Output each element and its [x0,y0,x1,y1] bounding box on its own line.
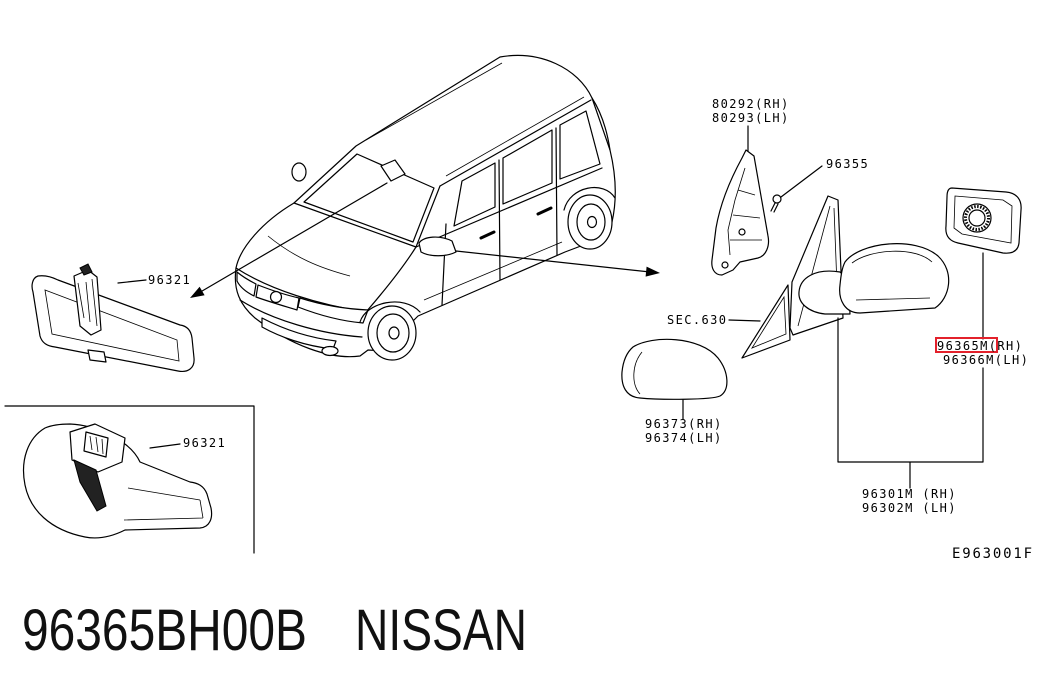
callout-inner-mirror: 96321 [148,273,191,287]
finisher-hole-lower [721,261,729,269]
mirror-housing [839,243,950,314]
corner-cover [741,284,791,359]
far-door-mirror [291,162,307,182]
inset-mirror-body [22,423,213,539]
glass-actuator-plate [962,203,992,233]
inner-mirror-body [31,275,195,373]
rear-door-trailing-edge [555,127,558,256]
callout-glass-lh: 96366M(LH) [943,353,1029,367]
cowl-line [293,202,417,248]
callout-finisher-rh: 80292(RH) [712,97,790,111]
mirror-cover [621,338,728,400]
beltline [415,167,603,248]
headlight-near [297,297,369,324]
callout-glass-rh: 96365M(RH) [937,339,1023,353]
caption-brand: NISSAN [355,598,527,663]
rear-door-window [502,129,553,205]
roof-rail-near [445,96,585,177]
corner-cover-inner [750,295,787,349]
sensor-detail [89,435,104,455]
interior-mirror-on-car [380,159,406,182]
front-door-leading-edge [441,223,447,306]
finisher-ribs [727,167,762,256]
mirror-cover-rim [633,351,643,395]
drawing-code: E963001F [952,546,1034,562]
housing-crease [851,250,933,301]
front-door-window [453,162,496,227]
callout-screw: 96355 [826,157,869,171]
roof-rail-far [365,62,503,141]
arrow-to-inner-mirror [190,182,388,298]
assembly-bracket [837,317,984,489]
fog-light [321,345,339,357]
callout-finisher-lh: 80293(LH) [712,111,790,125]
callout-cover-lh: 96374(LH) [645,431,723,445]
inset-mirror-stem [73,459,107,512]
mirror-arm [798,270,851,315]
callout-assembly-lh: 96302M (LH) [862,501,957,515]
bumper-line [239,299,363,338]
side-molding [423,241,563,301]
front-wheel [367,305,417,361]
a-pillar-near [415,185,441,248]
front-wheel-arch [359,301,421,323]
door-gap [498,159,501,281]
front-door-handle [479,230,496,240]
roof-near-edge [439,99,592,187]
callout-assembly-rh: 96301M (RH) [862,487,957,501]
rear-hatch-edge [591,97,611,151]
mirror-finisher [711,149,770,276]
inner-mirror-face [44,289,180,362]
rear-wheel [567,194,613,250]
inner-mirror-part: 96321 [31,263,195,373]
leader-screw [780,165,823,198]
highlight-box [935,337,998,353]
headlight-far [236,271,257,297]
inner-mirror-clip [87,349,107,363]
car-illustration [234,54,616,361]
mirror-glass-edge [953,195,1013,244]
inset-frame [4,405,255,554]
arrow-to-door-mirror [455,250,660,277]
callout-inset-mirror: 96321 [183,436,226,450]
door-mirror-on-car [418,236,457,257]
inner-mirror-stem [79,263,93,276]
callout-section-ref: SEC.630 [667,313,727,327]
leader-section-ref [728,319,761,322]
rear-door-handle [536,206,553,216]
mount-detail [77,278,98,327]
inset-mirror-face [123,487,204,521]
leader-inset-mirror [149,443,181,449]
door-mirror-exploded: 80292(RH) 80293(LH) 96355 SEC.630 [621,97,1029,515]
hood-crease [267,235,351,277]
screw-icon [770,194,782,213]
quarter-window [559,110,601,180]
leader-inner-mirror [117,279,147,284]
inset-detail: 96321 [4,405,255,554]
caption-part-number: 96365BH00B [22,598,307,663]
hood-near-edge [365,246,417,313]
finisher-hole-upper [738,228,746,236]
emblem [269,290,283,304]
callout-cover-rh: 96373(RH) [645,417,723,431]
rear-wheel-arch [563,187,616,211]
